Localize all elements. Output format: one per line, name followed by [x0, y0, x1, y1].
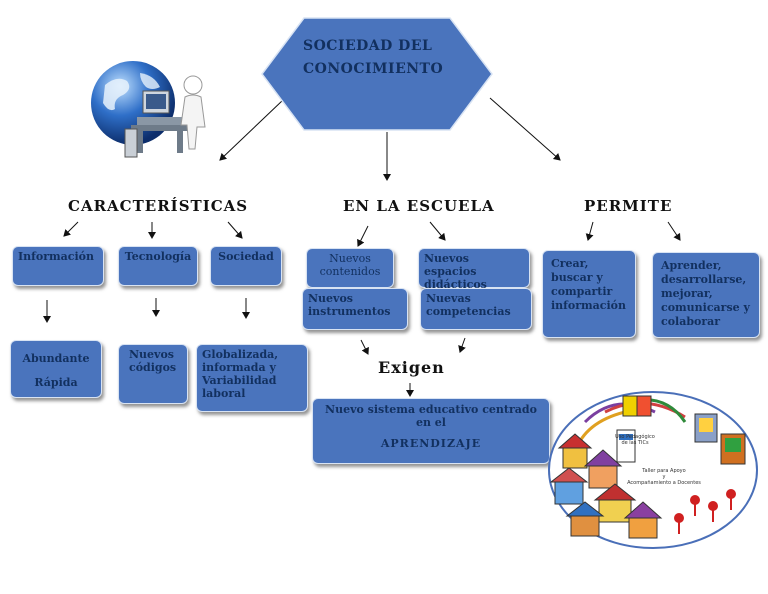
arrow-esc-espacios [429, 221, 446, 241]
sistema-educativo-text: Nuevo sistema educativo centrado en el [325, 403, 537, 429]
box-nuevos-espacios: Nuevos espacios didácticos [418, 248, 530, 291]
box-nuevos-contenidos: Nuevos contenidos [306, 248, 394, 288]
box-nuevo-sistema-educativo: Nuevo sistema educativo centrado en el A… [312, 398, 550, 464]
arrow-per-crear [585, 221, 594, 241]
box-crear-buscar: Crear, buscar y compartir información [542, 250, 636, 338]
box-sociedad: Sociedad [210, 246, 282, 286]
box-nuevas-competencias: Nuevas competencias [420, 288, 532, 330]
header-caracteristicas: CARACTERÍSTICAS [68, 197, 249, 215]
aprendizaje-text: APRENDIZAJE [380, 437, 482, 450]
arrow-esc-contenidos [357, 225, 369, 247]
box-abundante-rapida: Abundante Rápida [10, 340, 102, 398]
globe-computer-icon [91, 61, 206, 158]
arrow-instrumentos-exigen [360, 339, 369, 355]
arrow-title-caracteristicas [219, 99, 284, 161]
box-aprender: Aprender, desarrollarse, mejorar, comuni… [652, 252, 760, 338]
box-globalizada: Globalizada, informada y Variabilidad la… [196, 344, 308, 412]
label-uso-pedagogico: Uso Pedagógico de las TICs [615, 434, 655, 446]
box-informacion: Información [12, 246, 104, 286]
arrow-car-informacion [63, 221, 79, 237]
arrow-car-sociedad [227, 221, 243, 239]
box-tecnologia: Tecnología [118, 246, 198, 286]
header-permite: PERMITE [584, 197, 673, 215]
box-nuevos-codigos: Nuevos códigos [118, 344, 188, 404]
arrow-title-permite [489, 97, 561, 161]
network-village-illustration [548, 391, 758, 549]
title-hexagon [261, 17, 493, 131]
label-exigen: Exigen [378, 358, 445, 377]
arrow-competencias-exigen [458, 337, 466, 353]
title-text: SOCIEDAD DEL CONOCIMIENTO [303, 38, 444, 77]
header-en-la-escuela: EN LA ESCUELA [343, 197, 495, 215]
arrow-per-aprender [667, 221, 681, 241]
box-nuevos-instrumentos: Nuevos instrumentos [302, 288, 408, 330]
label-taller: Taller para Apoyo y Acompañamiento a Doc… [627, 468, 701, 486]
